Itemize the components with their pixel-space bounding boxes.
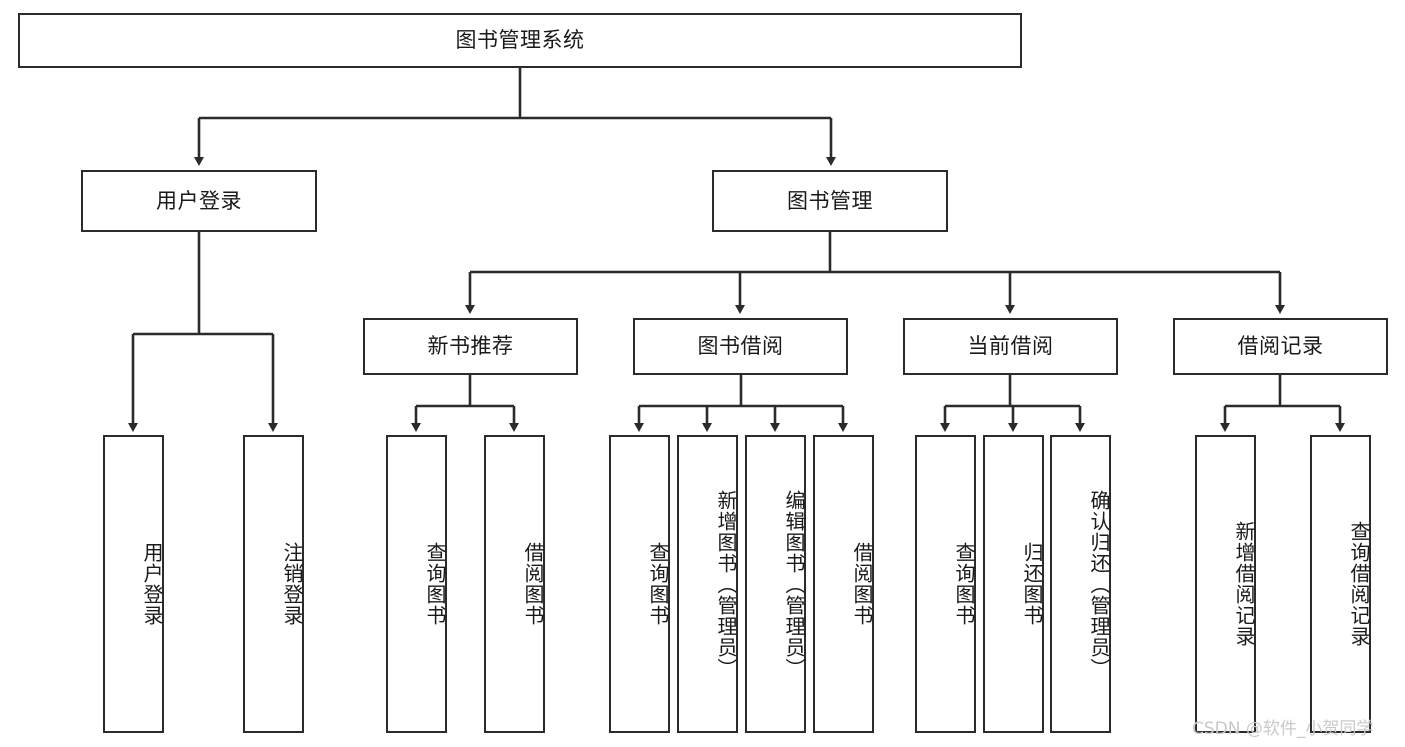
node-label: 新增图书（管理员） (714, 489, 738, 679)
node-borrow-record[interactable]: 借阅记录 (1173, 318, 1388, 375)
leaf-current-borrow-return[interactable]: 归还图书 (983, 435, 1044, 733)
leaf-new-book-borrow[interactable]: 借阅图书 (484, 435, 545, 733)
leaf-user-login-logout[interactable]: 注销登录 (243, 435, 304, 733)
node-label: 查询图书 (646, 542, 670, 626)
node-label: 编辑图书（管理员） (782, 489, 806, 679)
leaf-borrow-record-add[interactable]: 新增借阅记录 (1195, 435, 1256, 733)
node-label: 图书借阅 (697, 334, 784, 359)
node-label: 注销登录 (280, 542, 304, 626)
node-label: 当前借阅 (967, 334, 1054, 359)
leaf-book-borrow-edit[interactable]: 编辑图书（管理员） (745, 435, 806, 733)
node-new-book-recommend[interactable]: 新书推荐 (363, 318, 578, 375)
node-label: 归还图书 (1020, 542, 1044, 626)
node-label: 借阅图书 (850, 542, 874, 626)
leaf-book-borrow-borrow[interactable]: 借阅图书 (813, 435, 874, 733)
csdn-watermark: CSDN @软件_小贺同学 (1192, 719, 1374, 739)
node-root-system[interactable]: 图书管理系统 (18, 13, 1022, 68)
node-label: 图书管理系统 (455, 28, 585, 53)
node-label: 查询图书 (952, 542, 976, 626)
node-label: 借阅图书 (521, 542, 545, 626)
node-label: 新增借阅记录 (1232, 521, 1256, 647)
node-current-borrow[interactable]: 当前借阅 (903, 318, 1118, 375)
node-label: 用户登录 (156, 188, 242, 213)
leaf-current-borrow-confirm-return[interactable]: 确认归还（管理员） (1050, 435, 1111, 733)
leaf-current-borrow-query[interactable]: 查询图书 (915, 435, 976, 733)
node-book-borrow[interactable]: 图书借阅 (633, 318, 848, 375)
node-label: 查询图书 (423, 542, 447, 626)
leaf-book-borrow-add[interactable]: 新增图书（管理员） (677, 435, 738, 733)
node-label: 用户登录 (140, 542, 164, 626)
node-label: 新书推荐 (427, 334, 514, 359)
node-user-login[interactable]: 用户登录 (81, 170, 317, 232)
node-label: 查询借阅记录 (1347, 521, 1371, 647)
leaf-borrow-record-query[interactable]: 查询借阅记录 (1310, 435, 1371, 733)
node-label: 借阅记录 (1237, 334, 1324, 359)
node-book-management[interactable]: 图书管理 (712, 170, 948, 232)
leaf-book-borrow-query[interactable]: 查询图书 (609, 435, 670, 733)
leaf-new-book-query[interactable]: 查询图书 (386, 435, 447, 733)
node-label: 确认归还（管理员） (1087, 489, 1111, 679)
leaf-user-login-login[interactable]: 用户登录 (103, 435, 164, 733)
node-label: 图书管理 (787, 188, 873, 213)
